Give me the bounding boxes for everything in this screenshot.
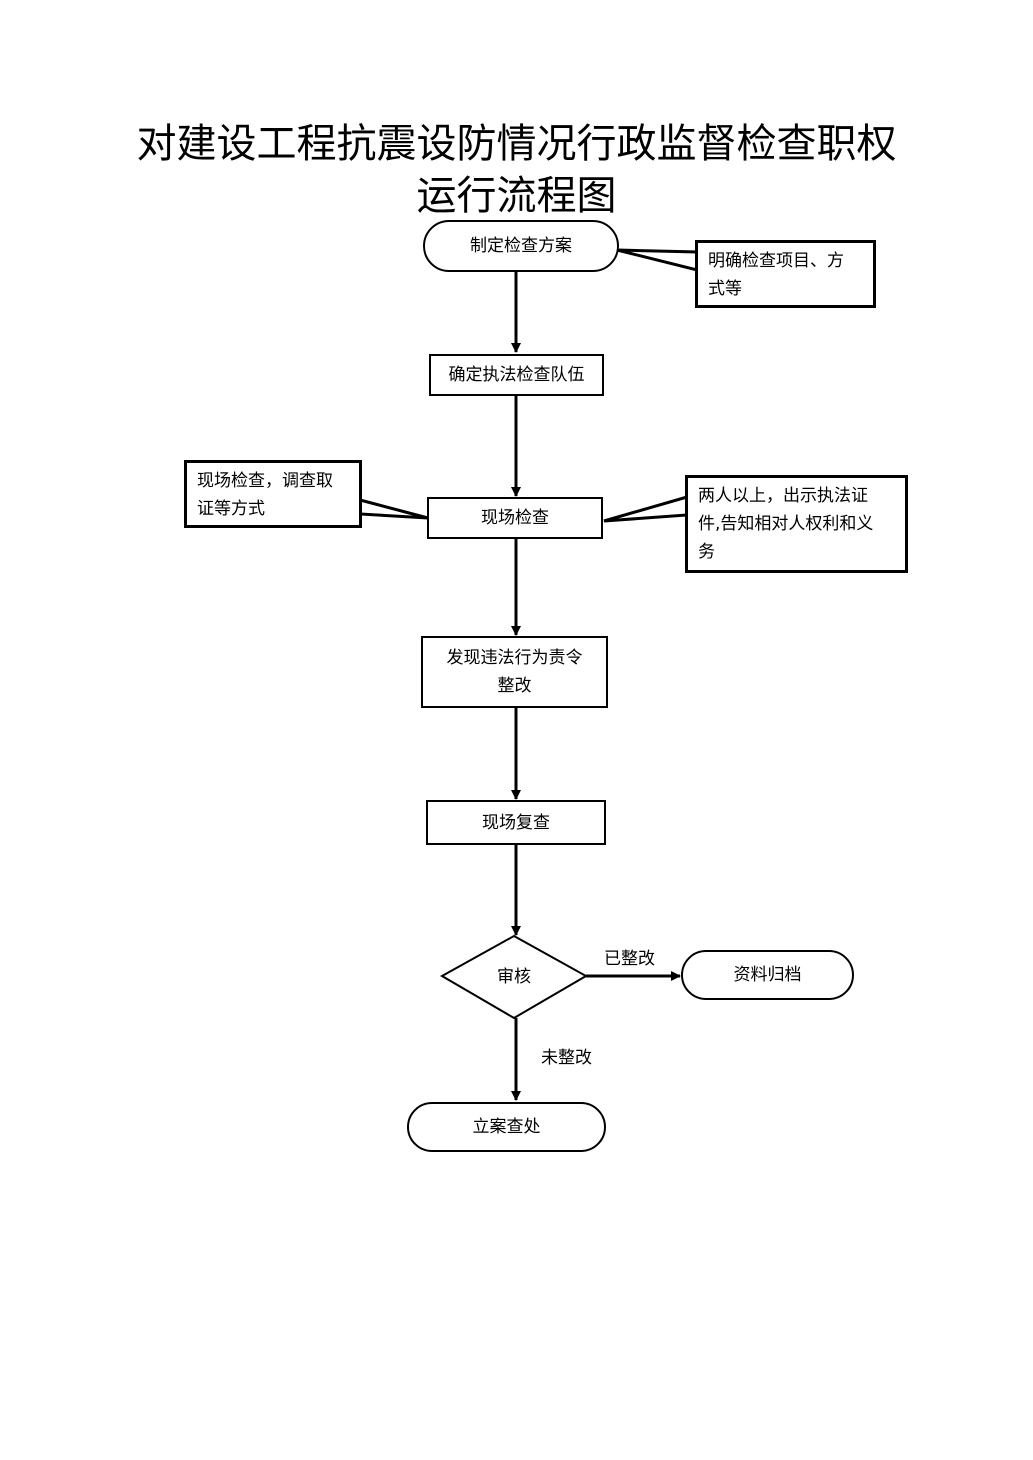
review-diamond (439, 934, 589, 1020)
node-team: 确定执法检查队伍 (429, 354, 604, 396)
node-archive: 资料归档 (681, 950, 854, 1000)
node-review: 审核 (497, 967, 531, 987)
callout-pointer-people (603, 495, 689, 523)
node-case: 立案查处 (407, 1102, 606, 1152)
method-note: 现场检查，调查取 证等方式 (184, 460, 362, 528)
node-recheck: 现场复查 (426, 800, 606, 845)
label-not-fixed: 未整改 (541, 1048, 592, 1068)
callout-pointer-plan (616, 248, 699, 272)
callout-pointer-method (358, 498, 429, 520)
node-order: 发现违法行为责令 整改 (421, 636, 608, 708)
people-note: 两人以上，出示执法证 件,告知相对人权利和义 务 (685, 475, 908, 573)
label-fixed: 已整改 (604, 949, 655, 969)
plan-note: 明确检查项目、方 式等 (695, 240, 876, 308)
node-inspect: 现场检查 (427, 497, 603, 539)
node-start: 制定检查方案 (423, 220, 619, 272)
page-title: 对建设工程抗震设防情况行政监督检查职权 (136, 121, 897, 167)
page-subtitle: 运行流程图 (416, 173, 617, 219)
